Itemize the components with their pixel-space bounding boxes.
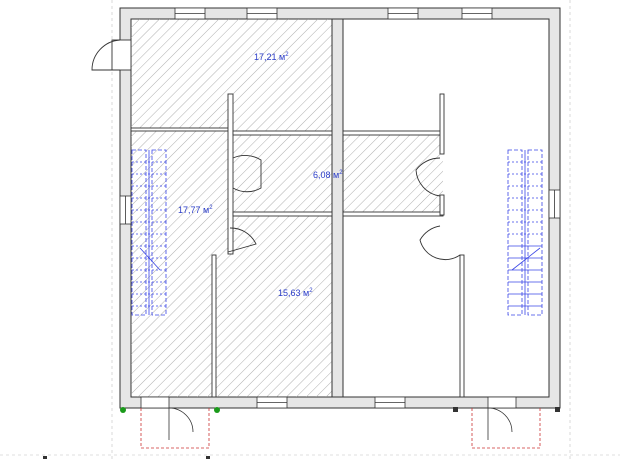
door-swing-icon [91,39,132,71]
central-wall [331,18,344,398]
room-area-label: 15,63 м2 [278,288,313,298]
hatched-area [343,134,443,215]
interior-partitions [130,93,465,398]
room-area-label: 17,77 м2 [178,205,213,215]
vertex-marker-icon [43,407,560,459]
entrance-door-left [140,396,210,449]
staircase-icon [507,149,543,316]
door-swing-icon [227,154,461,261]
room-area-label: 6,08 м2 [313,170,343,180]
staircase-icon [131,149,167,316]
window-icon [119,7,561,409]
room-area-label: 17,21 м2 [254,52,289,62]
entrance-door-right [471,396,541,449]
